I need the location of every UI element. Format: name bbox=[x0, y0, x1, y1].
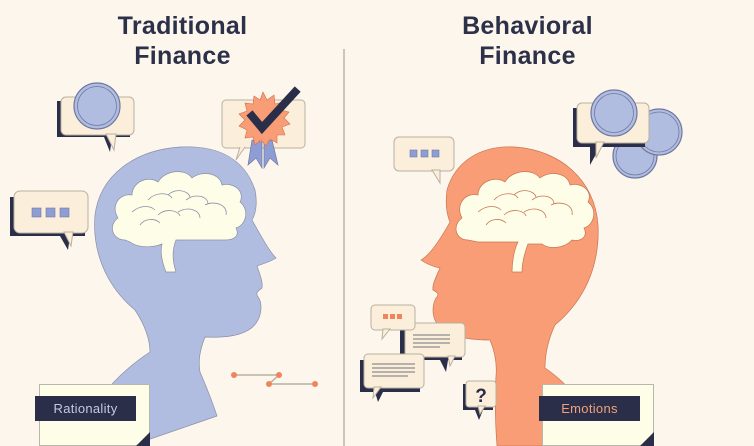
coin-speech-bubble-icon bbox=[57, 82, 135, 152]
behavioral-finance-title: Behavioral Finance bbox=[420, 11, 635, 71]
title-line-1: Behavioral bbox=[462, 12, 593, 40]
page-fold-icon bbox=[640, 432, 654, 446]
question-bubble-icon: ? bbox=[463, 380, 497, 420]
title-line-2: Finance bbox=[134, 42, 231, 70]
chat-bubbles-icon bbox=[360, 304, 466, 402]
title-line-2: Finance bbox=[479, 42, 576, 70]
rational-head-icon bbox=[74, 146, 277, 446]
title-line-1: Traditional bbox=[117, 12, 248, 40]
rationality-label: Rationality bbox=[35, 396, 136, 421]
award-ribbon-check-icon bbox=[221, 86, 306, 170]
page-fold-icon bbox=[136, 432, 150, 446]
emotional-head-icon bbox=[420, 146, 601, 446]
center-divider bbox=[343, 49, 345, 446]
emotions-label: Emotions bbox=[539, 396, 640, 421]
traditional-finance-title: Traditional Finance bbox=[70, 11, 295, 71]
ellipsis-speech-bubble-icon bbox=[393, 136, 455, 185]
coins-speech-bubble-icon bbox=[573, 89, 683, 179]
svg-text:?: ? bbox=[475, 386, 487, 407]
ellipsis-speech-bubble-icon bbox=[10, 190, 89, 250]
connected-nodes-icon bbox=[231, 372, 318, 387]
